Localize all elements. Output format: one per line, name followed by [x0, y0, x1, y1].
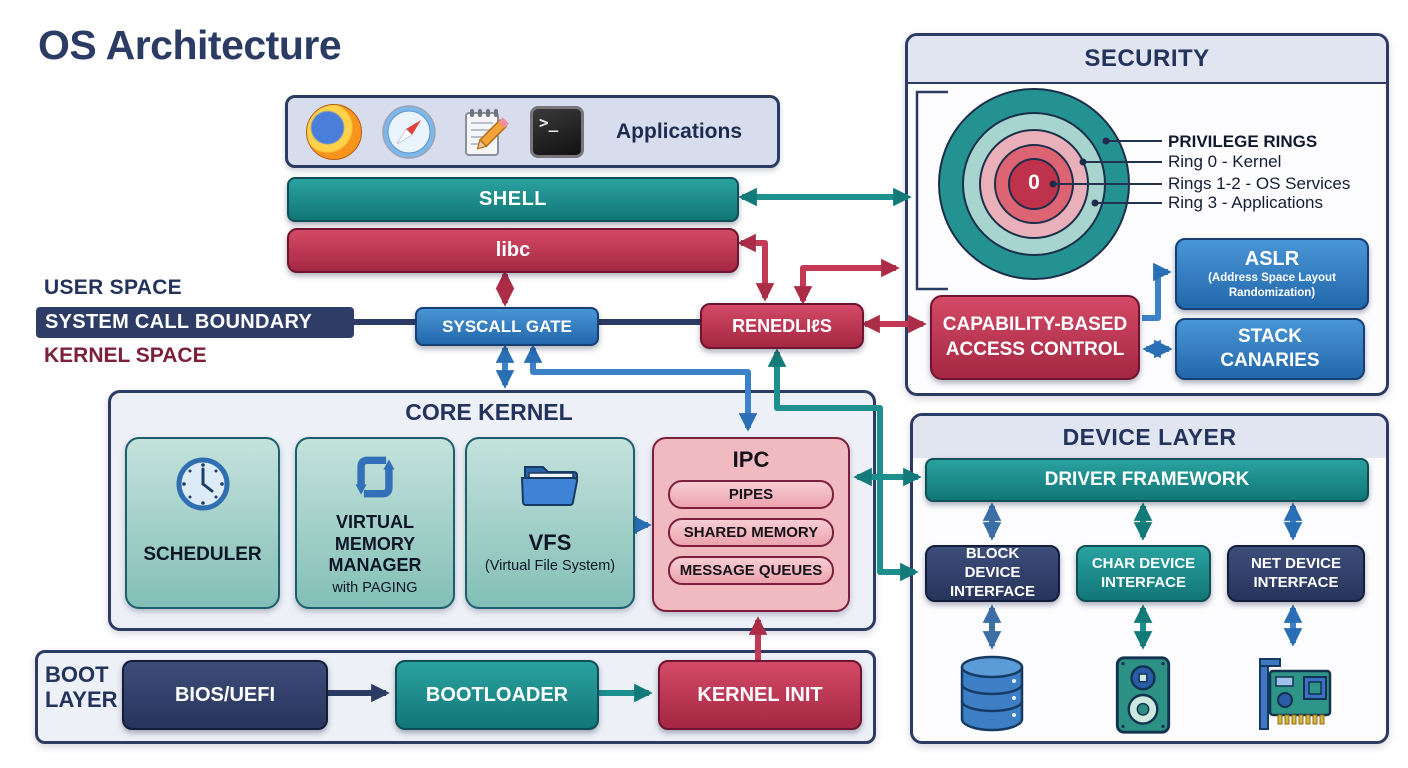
bootloader-box: BOOTLOADER — [395, 660, 599, 730]
char-device-interface-box: CHAR DEVICE INTERFACE — [1076, 545, 1211, 602]
notes-icon — [456, 105, 510, 159]
libc-label: libc — [495, 239, 531, 261]
boot-layer-label: BOOT LAYER — [45, 662, 118, 713]
ipc-message-queues-pill: MESSAGE QUEUES — [668, 556, 834, 585]
ring-center-label: 0 — [1028, 171, 1040, 194]
renedlis-box: RENEDLIℓS — [700, 303, 864, 349]
ring0-legend: Ring 0 - Kernel — [1168, 152, 1282, 171]
applications-bar: >_ Applications — [285, 95, 780, 168]
libc-bar: libc — [287, 228, 739, 273]
capability-access-control-label: CAPABILITY-BASED ACCESS CONTROL — [942, 313, 1128, 360]
kernel-init-label: KERNEL INIT — [697, 683, 823, 706]
clock-icon — [174, 455, 232, 518]
device-layer-header: DEVICE LAYER — [913, 416, 1386, 458]
renedlis-label: RENEDLIℓS — [732, 315, 832, 336]
bios-uefi-label: BIOS/UEFI — [174, 683, 275, 706]
user-space-label: USER SPACE — [44, 276, 182, 299]
core-kernel-title: CORE KERNEL — [405, 399, 573, 425]
ipc-title: IPC — [732, 447, 770, 472]
ipc-message-queues-label: MESSAGE QUEUES — [679, 562, 823, 579]
privilege-rings-icon — [938, 88, 1130, 280]
aslr-subtitle: (Address Space Layout Randomization) — [1208, 272, 1336, 299]
page-title: OS Architecture — [38, 22, 342, 68]
bootloader-label: BOOTLOADER — [425, 683, 569, 706]
vfs-subtitle: (Virtual File System) — [484, 558, 616, 574]
net-device-interface-box: NET DEVICE INTERFACE — [1227, 545, 1365, 602]
syscall-gate-label: SYSCALL GATE — [442, 316, 572, 336]
shell-bar: SHELL — [287, 177, 739, 222]
safari-icon — [382, 104, 436, 159]
net-device-interface-label: NET DEVICE INTERFACE — [1250, 554, 1341, 591]
stack-canaries-box: STACK CANARIES — [1175, 318, 1365, 380]
bios-uefi-box: BIOS/UEFI — [122, 660, 328, 730]
stack-canaries-label: STACK CANARIES — [1220, 326, 1320, 371]
ipc-shared-memory-pill: SHARED MEMORY — [668, 518, 834, 547]
device-layer-title: DEVICE LAYER — [1062, 423, 1237, 450]
vfs-box: VFS (Virtual File System) — [465, 437, 635, 609]
scheduler-box: SCHEDULER — [125, 437, 280, 609]
virtual-memory-manager-box: VIRTUAL MEMORY MANAGER with PAGING — [295, 437, 455, 609]
driver-framework-label: DRIVER FRAMEWORK — [1044, 469, 1250, 490]
speaker-icon — [1112, 655, 1174, 740]
security-panel-header: SECURITY — [908, 36, 1386, 84]
folder-icon — [517, 453, 583, 514]
network-card-icon — [1252, 655, 1336, 740]
driver-framework-bar: DRIVER FRAMEWORK — [925, 458, 1369, 502]
system-call-boundary-label: SYSTEM CALL BOUNDARY — [45, 311, 313, 333]
vmm-title: VIRTUAL MEMORY MANAGER — [328, 512, 422, 576]
ipc-pipes-label: PIPES — [728, 486, 774, 503]
ring3-legend: Ring 3 - Applications — [1168, 193, 1323, 212]
applications-label: Applications — [616, 119, 743, 143]
block-storage-icon — [957, 654, 1027, 739]
syscall-gate-box: SYSCALL GATE — [415, 307, 599, 346]
scheduler-label: SCHEDULER — [143, 544, 262, 565]
kernel-init-box: KERNEL INIT — [658, 660, 862, 730]
ipc-pipes-pill: PIPES — [668, 480, 834, 509]
kernel-space-label: KERNEL SPACE — [44, 344, 207, 367]
block-device-interface-box: BLOCK DEVICE INTERFACE — [925, 545, 1060, 602]
system-call-boundary-bar: SYSTEM CALL BOUNDARY — [36, 307, 354, 338]
ipc-shared-memory-label: SHARED MEMORY — [683, 524, 819, 541]
shell-label: SHELL — [478, 188, 548, 210]
aslr-box: ASLR (Address Space Layout Randomization… — [1175, 238, 1369, 310]
vmm-subtitle: with PAGING — [332, 579, 418, 596]
firefox-icon — [306, 103, 362, 160]
ring12-legend: Rings 1-2 - OS Services — [1168, 174, 1351, 193]
char-device-interface-label: CHAR DEVICE INTERFACE — [1091, 554, 1196, 591]
security-title: SECURITY — [1084, 45, 1210, 72]
vfs-title: VFS — [528, 530, 572, 555]
block-device-interface-label: BLOCK DEVICE INTERFACE — [949, 545, 1035, 600]
privilege-rings-legend-title: PRIVILEGE RINGS — [1168, 132, 1318, 151]
paging-loop-icon — [348, 451, 402, 508]
capability-access-control-box: CAPABILITY-BASED ACCESS CONTROL — [930, 295, 1140, 380]
terminal-icon: >_ — [530, 105, 584, 158]
aslr-title: ASLR — [1244, 248, 1300, 271]
ipc-box: IPC PIPES SHARED MEMORY MESSAGE QUEUES — [652, 437, 850, 612]
